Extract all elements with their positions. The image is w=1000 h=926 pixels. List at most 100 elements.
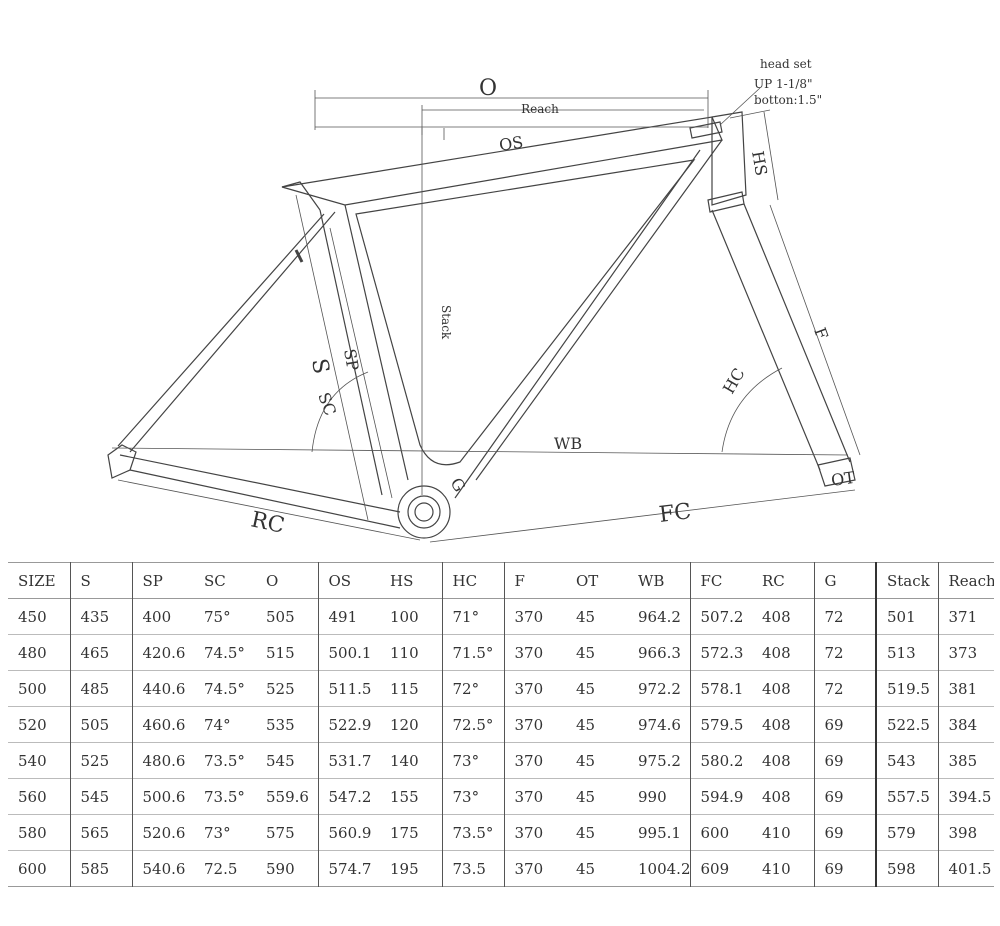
table-cell: 69 [814, 778, 877, 815]
table-cell: 370 [514, 859, 544, 878]
header-cell: HS [380, 562, 443, 599]
table-cell: 401.5 [948, 859, 992, 878]
table-cell: 545 [256, 742, 319, 779]
table-cell: 384 [948, 715, 978, 734]
header-cell: WB [628, 562, 691, 599]
headset-note-title: head set [760, 57, 812, 71]
table-cell: 370 [514, 823, 544, 842]
table-cell: 522.5 [876, 706, 939, 743]
table-cell: 600 [8, 850, 71, 887]
table-cell: 522.9 [328, 715, 372, 734]
table-cell: 120 [380, 706, 443, 743]
table-cell: 408 [752, 742, 815, 779]
table-cell: 71° [442, 598, 505, 635]
table-cell: 72 [814, 634, 877, 671]
header-cell: S [70, 562, 133, 599]
table-cell: 609 [700, 859, 730, 878]
seat-post-clamp [281, 181, 321, 211]
table-cell: 450 [8, 598, 71, 635]
label-stack: Stack [439, 305, 453, 340]
table-cell: 515 [256, 634, 319, 671]
table-cell: 525 [70, 742, 133, 779]
front-triangle-inner [355, 159, 696, 466]
table-cell: 547.2 [328, 787, 372, 806]
table-cell: 74° [204, 715, 231, 734]
table-cell: 975.2 [628, 742, 691, 779]
frame-geometry-diagram: O Reach OS HS Stack S SP SC HC F WB G OT… [107, 57, 861, 543]
table-cell: 579.5 [700, 715, 744, 734]
table-cell: 964.2 [628, 598, 691, 635]
table-cell: 408 [752, 598, 815, 635]
table-cell: 45 [576, 607, 596, 626]
table-cell: 500 [8, 670, 71, 707]
table-cell: 507.2 [700, 607, 744, 626]
table-cell: 501 [876, 598, 939, 635]
table-cell: 435 [70, 598, 133, 635]
table-cell: 72.5° [442, 706, 505, 743]
table-cell: 74.5° [204, 679, 245, 698]
label-f: F [810, 325, 832, 342]
table-cell: 557.5 [876, 778, 939, 815]
chain-stay [119, 454, 401, 529]
table-cell: 371 [948, 607, 978, 626]
header-cell: Stack [876, 562, 939, 599]
table-cell: 465 [70, 634, 133, 671]
headset-top [689, 121, 723, 139]
header-cell: G [814, 562, 877, 599]
table-cell: 73.5° [204, 787, 245, 806]
label-ot: OT [830, 468, 857, 490]
table-cell: 580 [8, 814, 71, 851]
table-cell: 195 [380, 850, 443, 887]
table-cell: 480.6 [142, 751, 186, 770]
table-cell: 540.6 [142, 859, 186, 878]
table-cell: 110 [380, 634, 443, 671]
table-cell: 600 [700, 823, 730, 842]
bottom-bracket-shell [397, 485, 451, 539]
table-cell: 574.7 [328, 859, 372, 878]
table-cell: 500.1 [328, 643, 372, 662]
table-cell: 531.7 [328, 751, 372, 770]
table-cell: 974.6 [628, 706, 691, 743]
table-cell: 69 [814, 814, 877, 851]
table-cell: 511.5 [328, 679, 372, 698]
table-cell: 460.6 [142, 715, 186, 734]
table-cell: 370 [514, 751, 544, 770]
label-hs: HS [748, 149, 771, 177]
table-cell: 69 [814, 850, 877, 887]
label-s: S [306, 357, 333, 376]
table-cell: 370 [514, 607, 544, 626]
table-cell: 990 [628, 778, 691, 815]
table-cell: 543 [876, 742, 939, 779]
label-os: OS [498, 132, 525, 155]
table-cell: 370 [514, 787, 544, 806]
header-cell: F [514, 571, 525, 590]
label-reach: Reach [521, 102, 559, 116]
table-cell: 45 [576, 787, 596, 806]
fork-dropout [817, 457, 856, 487]
table-cell: 966.3 [628, 634, 691, 671]
table-cell: 73° [442, 778, 505, 815]
label-o: O [479, 76, 497, 101]
fork-blade [711, 203, 851, 471]
table-cell: 100 [380, 598, 443, 635]
label-g: G [447, 475, 470, 496]
header-cell: SP [142, 571, 163, 590]
table-cell: 45 [576, 823, 596, 842]
table-cell: 72 [814, 670, 877, 707]
table-cell: 500.6 [142, 787, 186, 806]
table-cell: 72 [814, 598, 877, 635]
table-cell: 45 [576, 643, 596, 662]
header-cell: O [256, 562, 319, 599]
table-cell: 373 [948, 643, 978, 662]
table-cell: 370 [514, 643, 544, 662]
table-cell: 45 [576, 859, 596, 878]
head-tube [711, 111, 747, 206]
table-cell: 579 [876, 814, 939, 851]
table-cell: 491 [328, 607, 358, 626]
header-cell: Reach [948, 571, 995, 590]
table-cell: 420.6 [142, 643, 186, 662]
table-cell: 71.5° [442, 634, 505, 671]
